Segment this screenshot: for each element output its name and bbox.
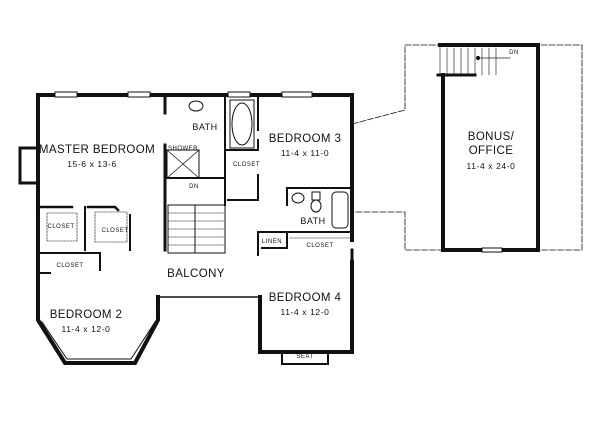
closet-label: CLOSET xyxy=(233,162,261,168)
bedroom-4-size: 11-4 x 12-0 xyxy=(280,307,330,317)
exterior-wall xyxy=(258,260,354,354)
bonus-wall xyxy=(438,43,540,252)
window xyxy=(127,91,151,98)
interior-wall xyxy=(84,206,131,251)
seat-label: SEAT xyxy=(296,354,314,360)
window xyxy=(227,91,251,98)
master-bedroom-size: 15-6 x 13-6 xyxy=(67,159,117,169)
bonus-stair-dn-label: DN xyxy=(509,50,519,56)
interior-wall xyxy=(257,231,288,256)
roof-outline xyxy=(351,44,583,251)
bath-2-label: BATH xyxy=(300,216,326,226)
bedroom-3-label: BEDROOM 3 xyxy=(268,133,342,145)
closet-label: CLOSET xyxy=(47,224,75,230)
chimney xyxy=(18,146,40,185)
bedroom-3-size: 11-4 x 11-0 xyxy=(280,148,330,158)
shower-label: SHOWER xyxy=(168,146,198,152)
master-bath-label: BATH xyxy=(192,122,218,132)
bedroom-4-label: BEDROOM 4 xyxy=(268,292,342,304)
master-bedroom-label: MASTER BEDROOM xyxy=(38,144,156,156)
window xyxy=(54,91,78,98)
bonus-label-line1: BONUS/ xyxy=(467,131,515,143)
bay-window xyxy=(41,321,156,360)
bonus-size: 11-4 x 24-0 xyxy=(466,161,516,171)
interior-wall xyxy=(227,174,259,201)
bedroom-2-size: 11-4 x 12-0 xyxy=(61,324,111,334)
shower xyxy=(166,149,200,179)
window xyxy=(281,91,313,98)
closet-label: CLOSET xyxy=(56,263,84,269)
linen-label: LINEN xyxy=(261,239,283,245)
stair-dn-label: DN xyxy=(189,184,199,190)
tub xyxy=(229,99,255,149)
window xyxy=(481,247,503,253)
window-seat xyxy=(281,351,329,365)
sink xyxy=(291,192,305,204)
closet-label: CLOSET xyxy=(101,228,129,234)
exterior-wall xyxy=(36,93,160,365)
closet-label: CLOSET xyxy=(306,243,334,249)
interior-wall xyxy=(286,187,353,206)
interior-wall xyxy=(224,94,259,151)
tub xyxy=(331,191,349,229)
balcony-label: BALCONY xyxy=(167,268,225,280)
interior-wall xyxy=(37,252,101,271)
sink xyxy=(188,100,204,112)
bedroom-2-label: BEDROOM 2 xyxy=(49,309,123,321)
bonus-label-line2: OFFICE xyxy=(468,145,514,157)
interior-wall xyxy=(36,205,120,212)
toilet xyxy=(311,191,321,201)
